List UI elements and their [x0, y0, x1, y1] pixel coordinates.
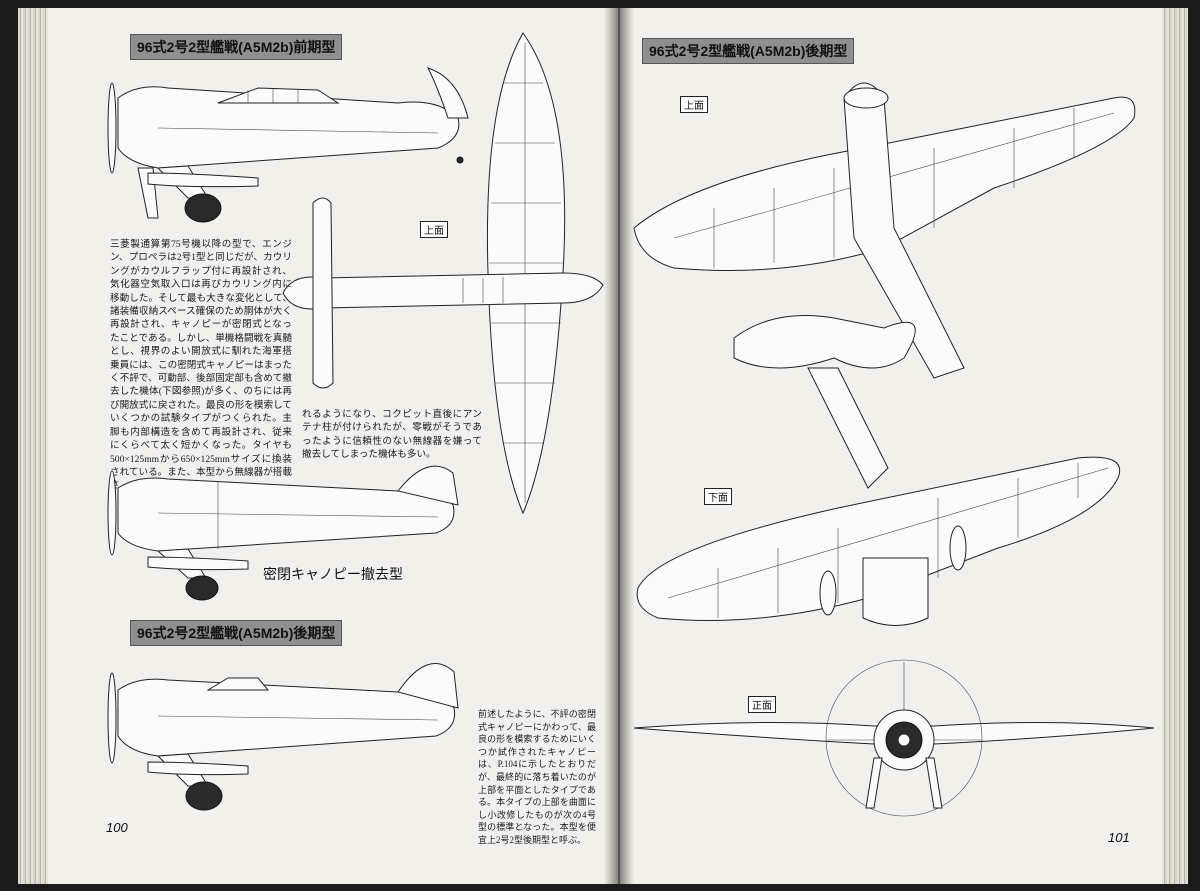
caption-canopy-removed: 密閉キャノピー撤去型 — [263, 566, 403, 582]
page-number-right: 101 — [1108, 830, 1130, 845]
body-text-late: 前述したように、不評の密閉式キャノピーにかわって、最良の形を模索するためにいくつ… — [478, 709, 596, 845]
title-late-type-right: 96式2号2型艦戦(A5M2b)後期型 — [642, 38, 855, 64]
view-tag-top-right: 上面 — [680, 96, 708, 113]
page-number-left: 100 — [106, 820, 128, 835]
plan-view-late-top — [633, 82, 1136, 379]
title-early-type: 96式2号2型艦戦(A5M2b)前期型 — [130, 34, 343, 60]
side-view-canopy-removed — [107, 465, 459, 601]
front-view-late — [633, 659, 1155, 817]
page-edges-left — [18, 8, 48, 884]
plan-view-early — [282, 32, 604, 515]
page-edges-right — [1162, 8, 1188, 884]
title-late-type-left: 96式2号2型艦戦(A5M2b)後期型 — [130, 620, 343, 646]
view-tag-bottom-right: 下面 — [704, 488, 732, 505]
side-view-late — [107, 663, 459, 811]
plan-view-late-bottom — [636, 367, 1120, 626]
view-tag-front: 正面 — [748, 696, 776, 713]
book-gutter — [604, 8, 634, 884]
book-spread: 96式2号2型艦戦(A5M2b)前期型 上面 三菱製通算第75号機以降の型で、 — [18, 8, 1188, 884]
body-text-main: 三菱製通算第75号機以降の型で、エンジン、プロペラは2号1型と同じだが、カウリン… — [110, 239, 292, 491]
left-page: 96式2号2型艦戦(A5M2b)前期型 上面 三菱製通算第75号機以降の型で、 — [48, 8, 604, 884]
right-page: 96式2号2型艦戦(A5M2b)後期型 上面 下面 正面 — [633, 8, 1162, 884]
body-text-continued: れるようになり、コクピット直後にアンテナ柱が付けられたが、零戦がそうであったよう… — [302, 409, 482, 461]
side-view-early — [107, 67, 469, 223]
view-tag-top-left: 上面 — [420, 221, 448, 238]
